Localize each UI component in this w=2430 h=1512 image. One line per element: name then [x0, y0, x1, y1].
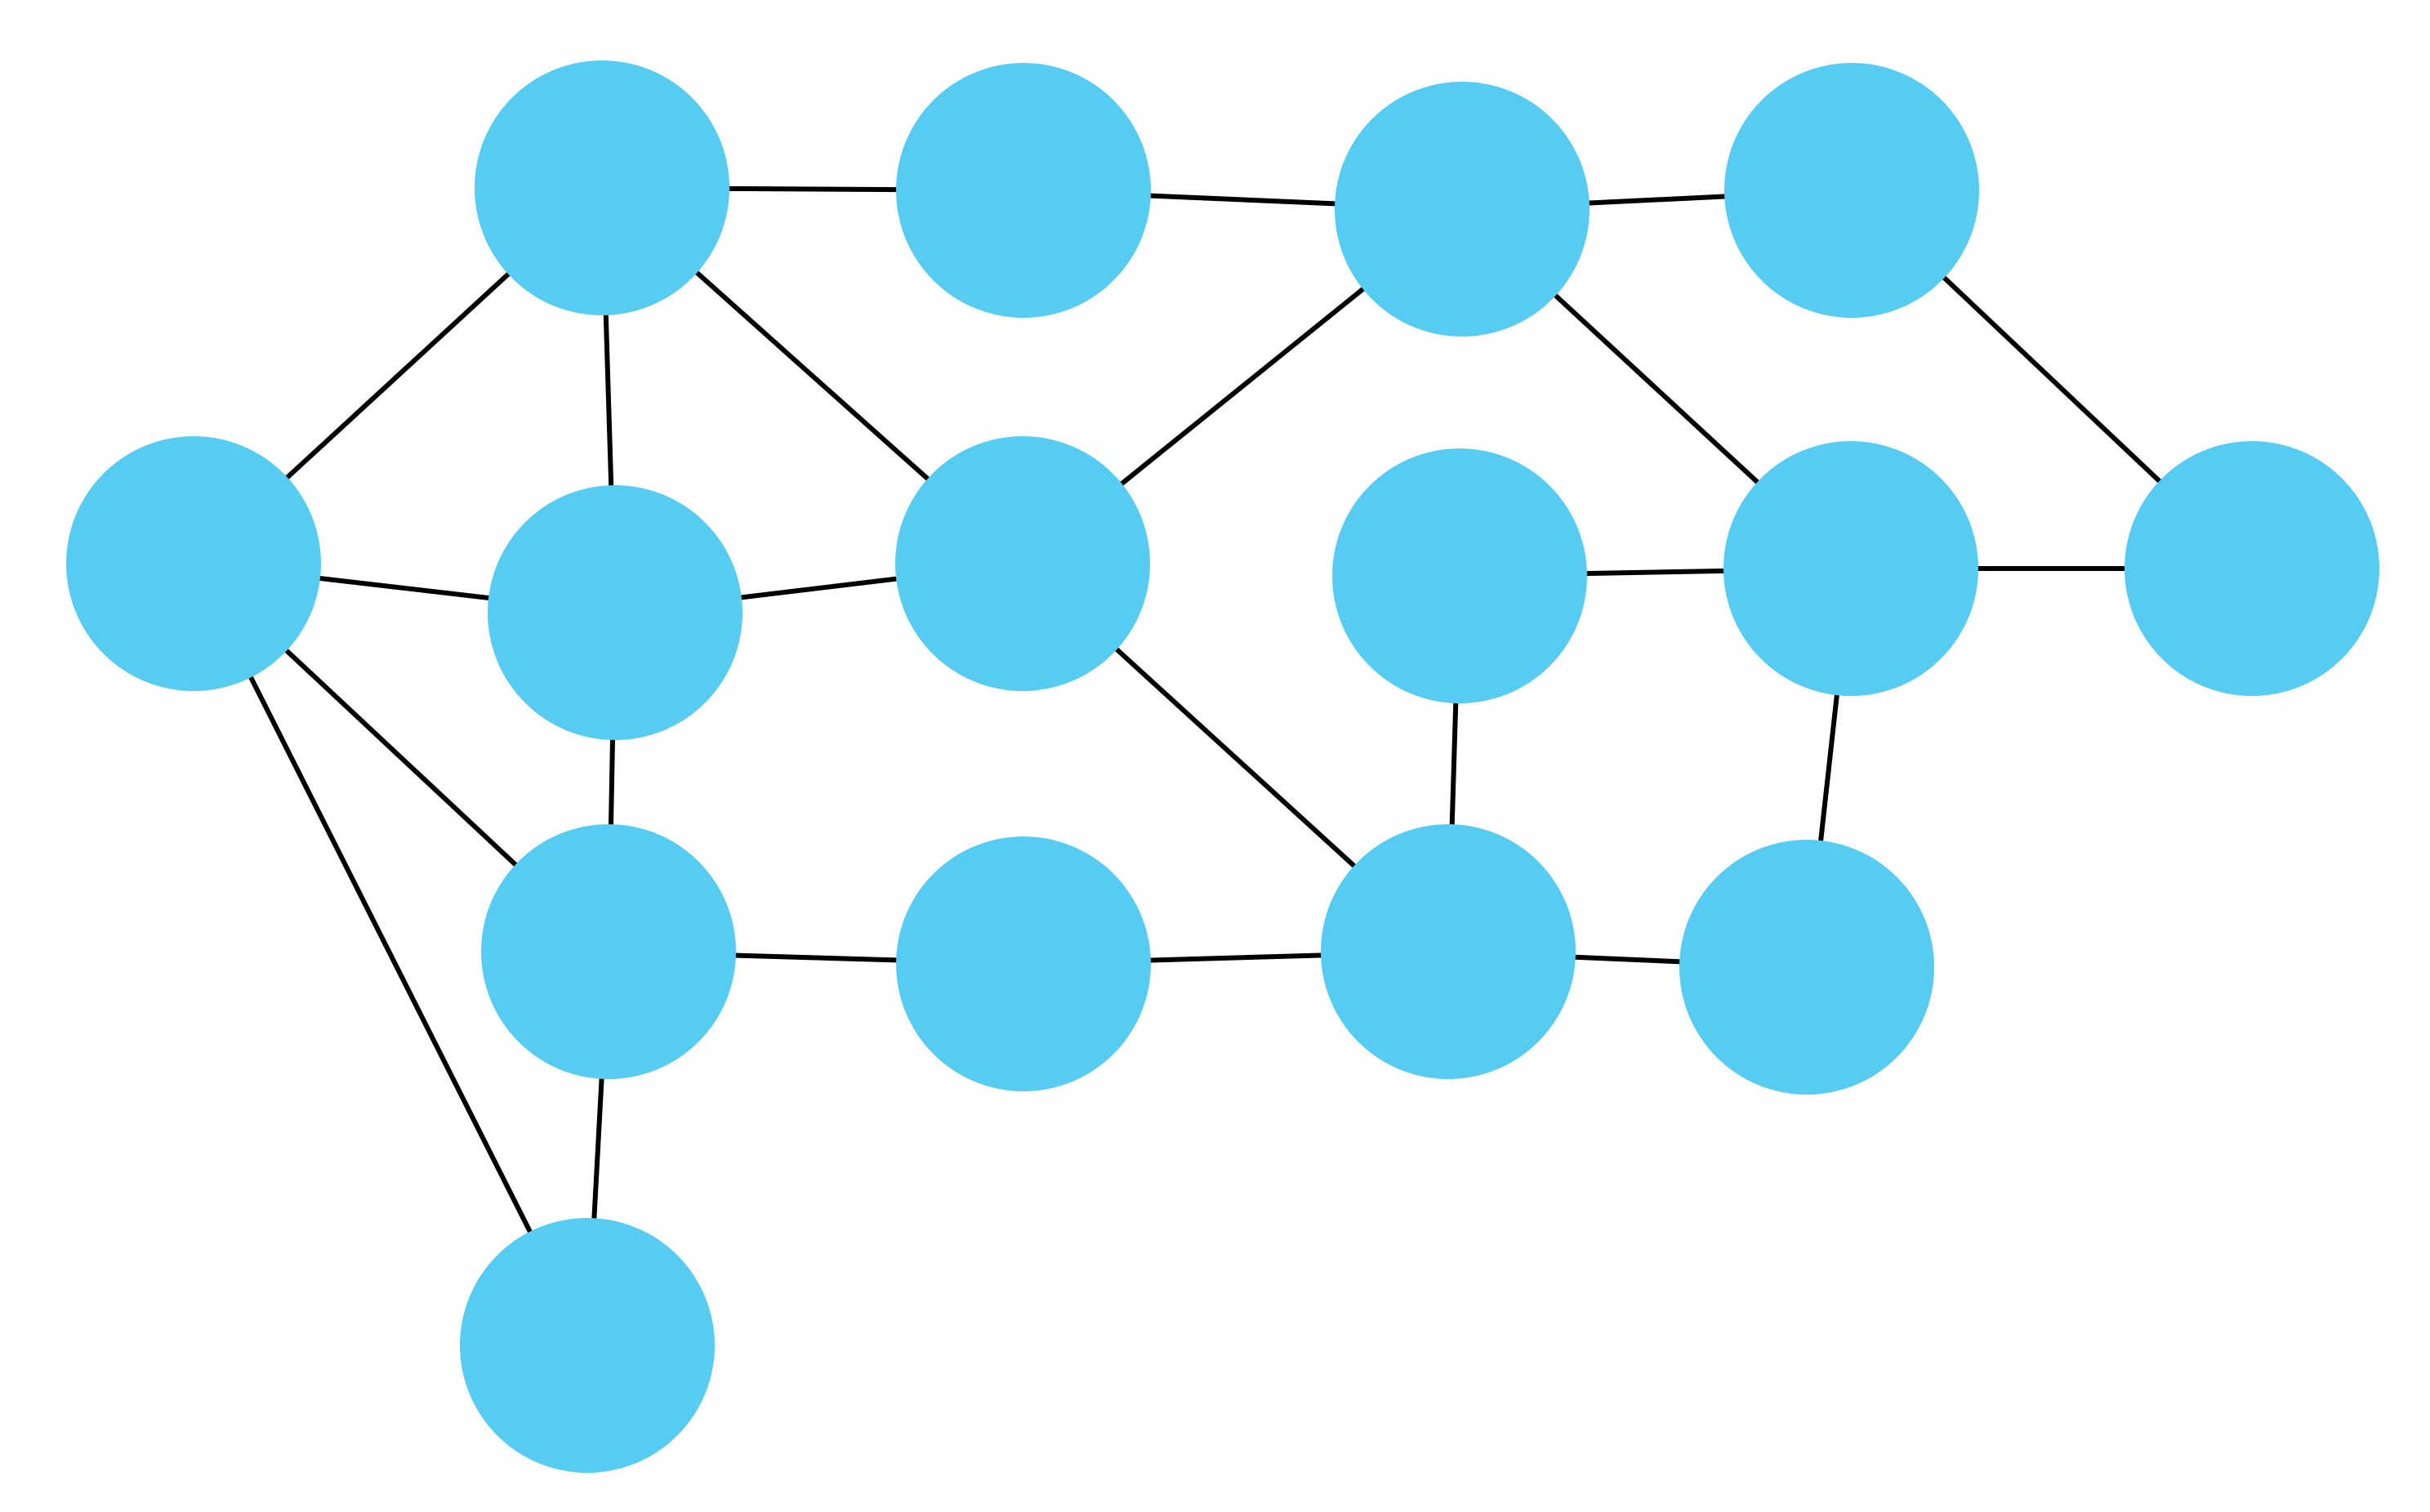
graph-node-n10: [2125, 441, 2379, 696]
graph-node-n14: [1679, 840, 1934, 1095]
graph-node-n15: [460, 1218, 715, 1473]
graph-edge-n5-n15: [191, 561, 590, 1348]
nodes-layer: [66, 60, 2379, 1473]
graph-node-n7: [895, 436, 1150, 691]
graph-node-n8: [1332, 448, 1587, 703]
graph-node-n11: [481, 824, 736, 1079]
graph-node-n5: [66, 436, 321, 691]
graph-node-n13: [1321, 824, 1576, 1079]
graph-node-n4: [1724, 63, 1979, 318]
edges-layer: [191, 185, 2254, 1348]
graph-node-n3: [1335, 82, 1590, 337]
graph-node-n1: [475, 60, 729, 315]
graph-node-n6: [488, 485, 742, 740]
graph-node-n2: [896, 63, 1151, 318]
graph-node-n12: [896, 836, 1151, 1091]
graph-node-n9: [1723, 441, 1978, 696]
